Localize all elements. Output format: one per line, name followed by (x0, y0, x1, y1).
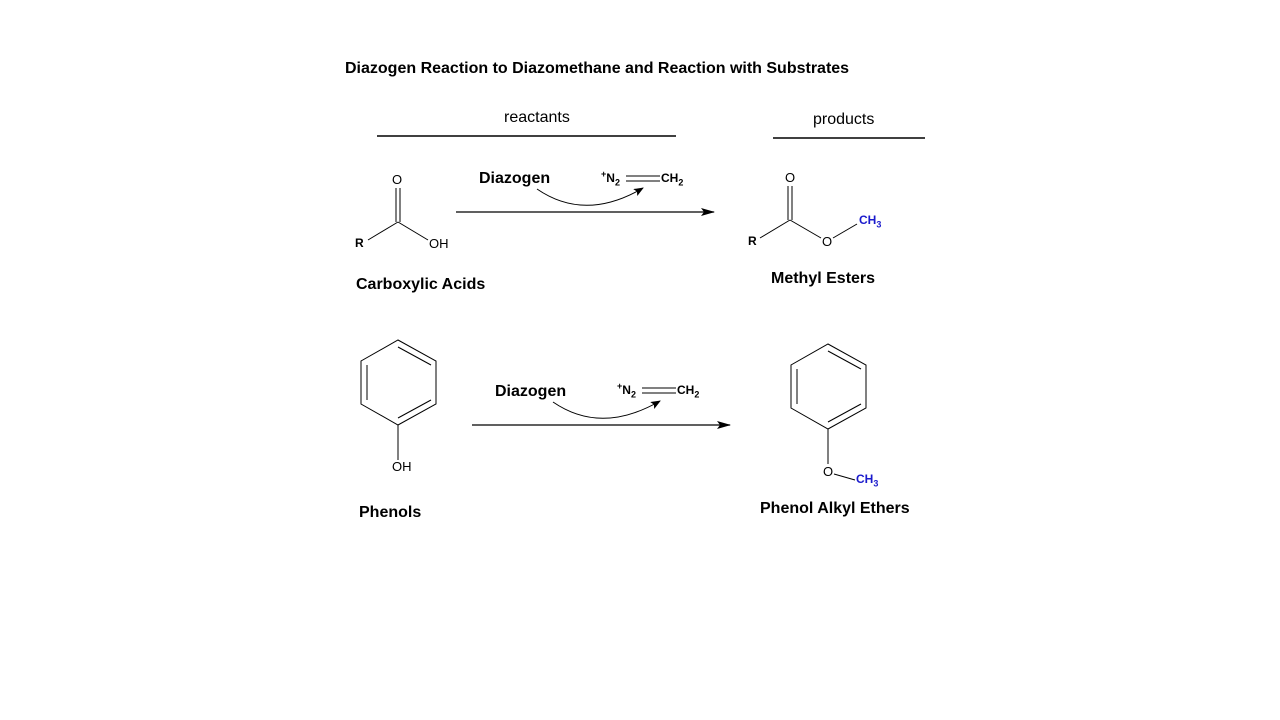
carboxylic-acid-bonds (367, 188, 429, 241)
hydroxyl-label: OH (429, 236, 449, 251)
diazonium-label-2: +N2 (617, 381, 636, 400)
methylene-label-2: CH2 (677, 383, 700, 400)
reactants-header: reactants (504, 109, 570, 126)
curved-arrow-1 (536, 187, 644, 206)
methyl-group-label-1: CH3 (859, 213, 882, 230)
ester-oxygen-label: O (822, 234, 833, 249)
diagram-title: Diazogen Reaction to Diazomethane and Re… (345, 60, 850, 77)
ether-oxygen-label: O (823, 464, 834, 479)
phenol-bonds (360, 339, 437, 460)
products-header: products (813, 111, 875, 128)
diazomethane-bond-1 (626, 175, 660, 182)
phenol-ether-bonds (790, 343, 867, 481)
reagent-label-1: Diazogen (479, 170, 551, 187)
reagent-label-2: Diazogen (495, 383, 567, 400)
methyl-ester-bonds (759, 186, 858, 239)
phenol-alkyl-ethers-label: Phenol Alkyl Ethers (760, 500, 910, 517)
phenols-label: Phenols (359, 504, 422, 521)
methylene-label-1: CH2 (661, 171, 684, 188)
methyl-group-label-2: CH3 (856, 472, 879, 489)
carboxylic-acids-label: Carboxylic Acids (356, 276, 486, 293)
ester-carbonyl-oxygen-label: O (785, 170, 796, 185)
ester-r-group-label: R (748, 234, 757, 248)
carbonyl-oxygen-label: O (392, 172, 403, 187)
diazonium-label-1: +N2 (601, 169, 620, 188)
phenol-hydroxyl-label: OH (392, 459, 412, 474)
curved-arrow-2 (552, 400, 661, 419)
methyl-esters-label: Methyl Esters (771, 270, 876, 287)
diazomethane-bond-2 (642, 387, 676, 394)
r-group-label: R (355, 236, 364, 250)
